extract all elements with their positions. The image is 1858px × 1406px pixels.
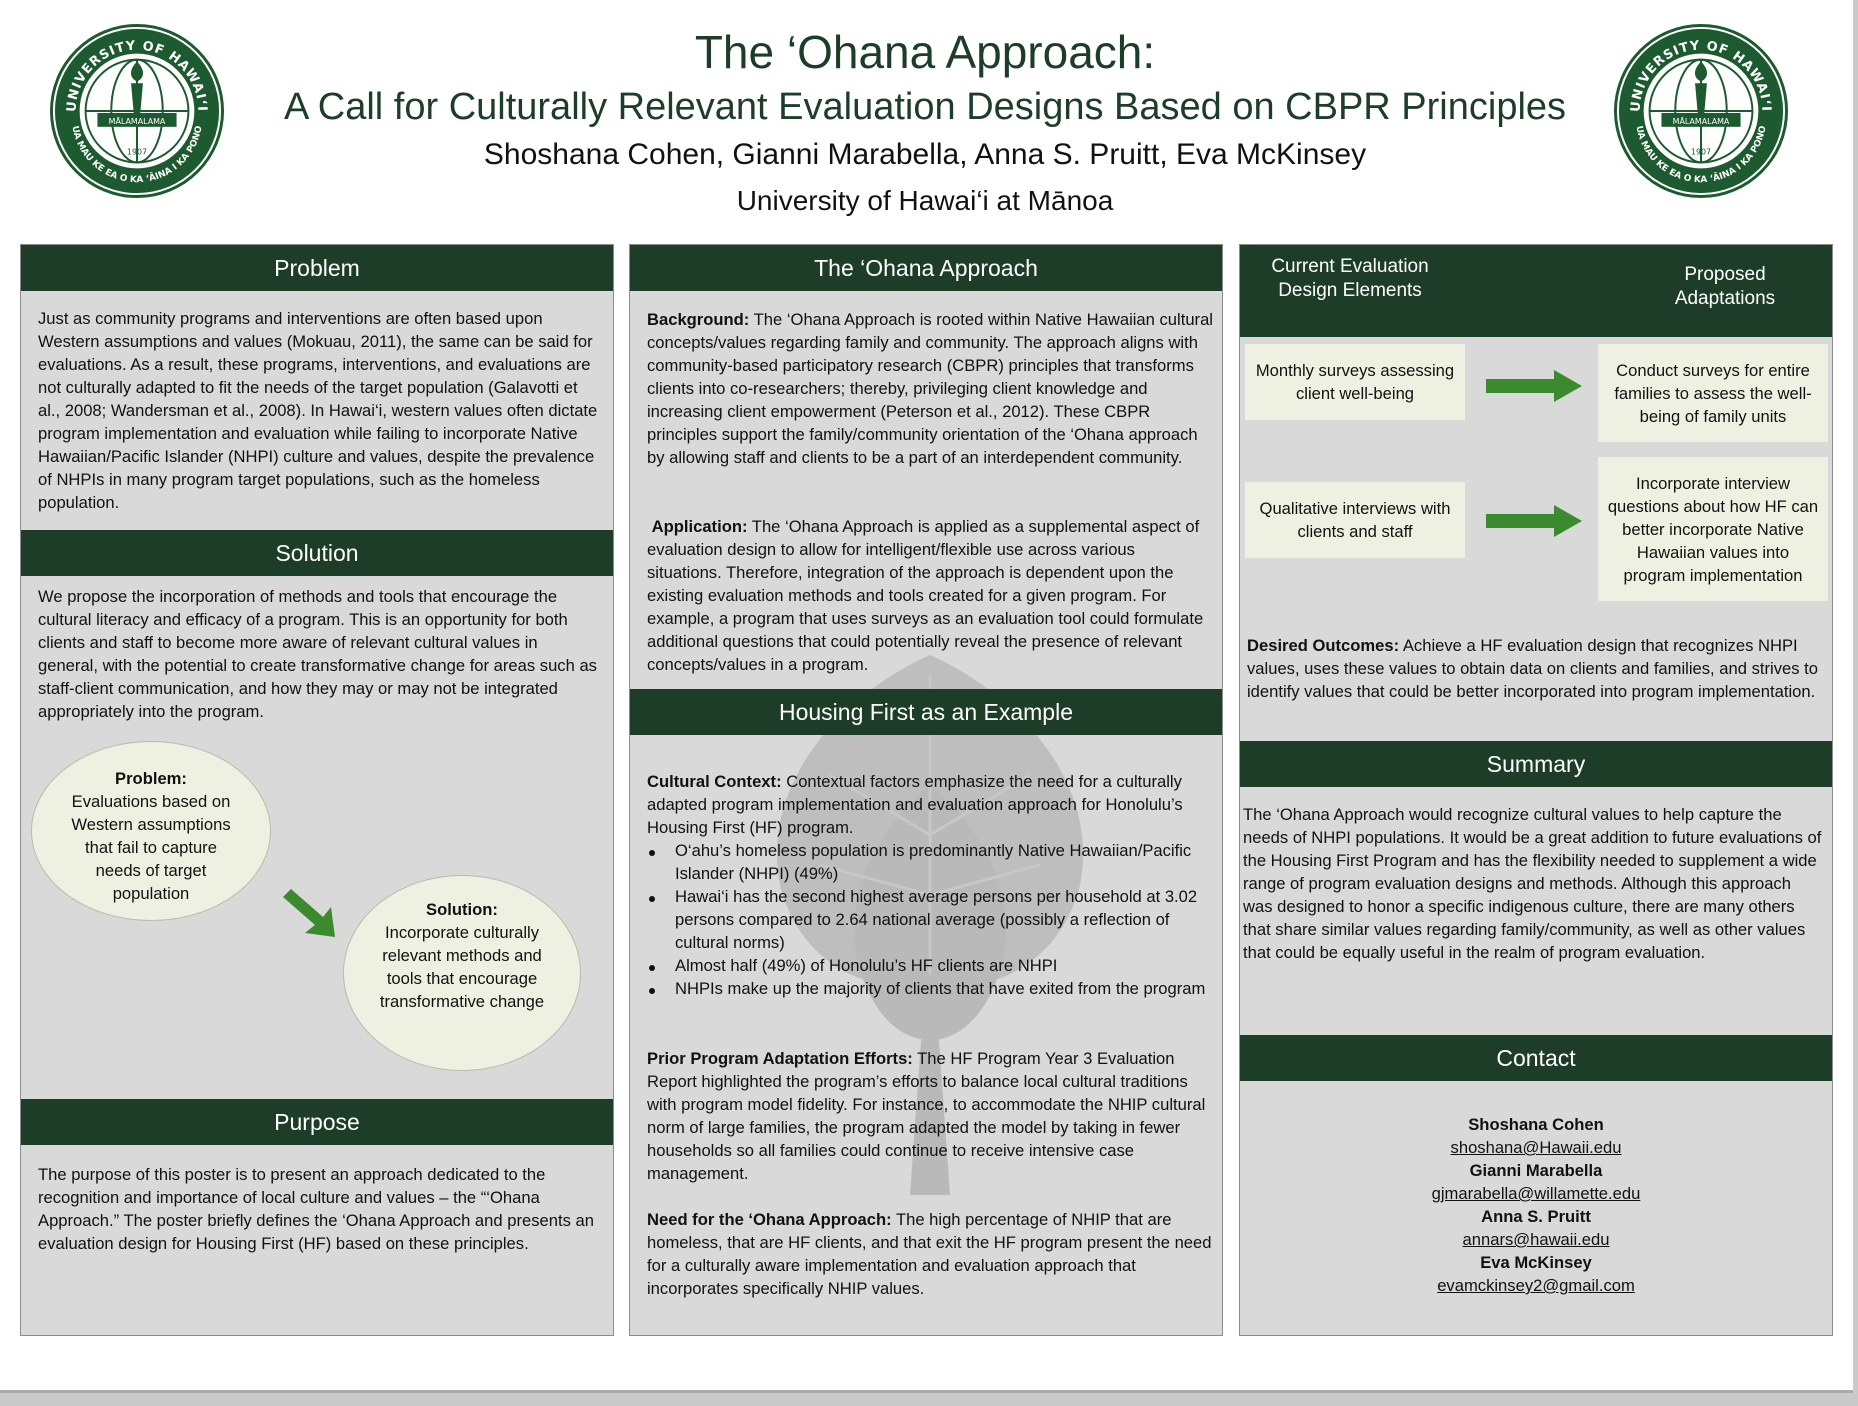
- poster-subtitle: A Call for Culturally Relevant Evaluatio…: [283, 86, 1567, 128]
- arrow-right-down-icon: [283, 889, 335, 937]
- poster-affiliation: University of Hawai‘i at Mānoa: [736, 185, 1114, 216]
- application-text: The ‘Ohana Approach is applied as a supp…: [647, 517, 1204, 674]
- desired-outcomes-label: Desired Outcomes:: [1247, 636, 1400, 655]
- ohana-heading: The ‘Ohana Approach: [630, 245, 1222, 291]
- prior-efforts-text: The HF Program Year 3 Evaluation Report …: [647, 1049, 1206, 1183]
- arrow-right-icon: [1486, 370, 1582, 402]
- problem-bubble: Problem: Evaluations based on Western as…: [31, 741, 271, 921]
- solution-heading: Solution: [21, 530, 613, 576]
- background-paragraph: Background: The ‘Ohana Approach is roote…: [647, 308, 1213, 469]
- contact-name: Gianni Marabella: [1469, 1161, 1603, 1180]
- bullet-item: Almost half (49%) of Honolulu’s HF clien…: [647, 954, 1213, 977]
- desired-outcomes-paragraph: Desired Outcomes: Achieve a HF evaluatio…: [1247, 634, 1825, 703]
- svg-text:MĀLAMALAMA: MĀLAMALAMA: [1673, 116, 1730, 126]
- cultural-context-label: Cultural Context:: [647, 772, 782, 791]
- proposed-adaptations-heading: Proposed Adaptations: [1674, 264, 1776, 309]
- university-seal-left: UNIVERSITY OF HAWAI‘I UA MAU KE EA O KA …: [49, 23, 225, 199]
- current-element-interviews: Qualitative interviews with clients and …: [1245, 482, 1465, 558]
- solution-bubble: Solution: Incorporate culturally relevan…: [343, 875, 581, 1071]
- purpose-text: The purpose of this poster is to present…: [38, 1165, 594, 1253]
- university-seal-right: UNIVERSITY OF HAWAI‘I UA MAU KE EA O KA …: [1613, 23, 1789, 199]
- background-text: The ‘Ohana Approach is rooted within Nat…: [647, 310, 1213, 467]
- right-column: Current Evaluation Design Elements Propo…: [1239, 244, 1833, 1336]
- left-column: Problem Just as community programs and i…: [20, 244, 614, 1336]
- problem-heading: Problem: [21, 245, 613, 291]
- current-element-surveys: Monthly surveys assessing client well-be…: [1245, 344, 1465, 420]
- contact-email-link[interactable]: shoshana@Hawaii.edu: [1450, 1138, 1622, 1157]
- svg-text:1907: 1907: [1691, 148, 1711, 157]
- contact-name: Anna S. Pruitt: [1481, 1207, 1591, 1226]
- poster-authors: Shoshana Cohen, Gianni Marabella, Anna S…: [483, 138, 1367, 171]
- bullet-item: O‘ahu’s homeless population is predomina…: [647, 839, 1213, 885]
- desired-outcomes-text: Achieve a HF evaluation design that reco…: [1247, 636, 1818, 701]
- summary-heading: Summary: [1240, 741, 1832, 787]
- solution-bubble-text: Incorporate culturally relevant methods …: [379, 923, 545, 1011]
- contact-name: Shoshana Cohen: [1468, 1115, 1604, 1134]
- cultural-context-text: Contextual factors emphasize the need fo…: [647, 772, 1183, 837]
- housing-section: Cultural Context: Contextual factors emp…: [647, 770, 1213, 1000]
- middle-column: The ‘Ohana Approach Background: The ‘Oha…: [629, 244, 1223, 1336]
- application-paragraph: Application: The ‘Ohana Approach is appl…: [647, 515, 1213, 676]
- context-bullet-list: O‘ahu’s homeless population is predomina…: [647, 839, 1213, 1000]
- problem-bubble-label: Problem:: [115, 769, 187, 788]
- svg-text:MĀLAMALAMA: MĀLAMALAMA: [109, 116, 166, 126]
- svg-text:1907: 1907: [127, 148, 147, 157]
- poster-title: The ‘Ohana Approach:: [694, 26, 1156, 78]
- background-label: Background:: [647, 310, 750, 329]
- problem-text: Just as community programs and intervent…: [38, 309, 598, 512]
- solution-text: We propose the incorporation of methods …: [38, 587, 597, 721]
- bullet-item: NHPIs make up the majority of clients th…: [647, 977, 1213, 1000]
- contact-heading: Contact: [1240, 1035, 1832, 1081]
- taro-leaf-watermark-icon: [776, 655, 1084, 1195]
- solution-bubble-label: Solution:: [426, 900, 498, 919]
- design-header-bar: Current Evaluation Design Elements Propo…: [1240, 245, 1832, 337]
- problem-bubble-text: Evaluations based on Western assumptions…: [71, 792, 231, 903]
- prior-efforts-label: Prior Program Adaptation Efforts:: [647, 1049, 913, 1068]
- housing-heading: Housing First as an Example: [630, 689, 1222, 735]
- title-block: The ‘Ohana Approach: A Call for Cultural…: [240, 22, 1610, 224]
- need-text: The high percentage of NHIP that are hom…: [647, 1210, 1212, 1298]
- prior-efforts-paragraph: Prior Program Adaptation Efforts: The HF…: [647, 1047, 1213, 1185]
- bullet-item: Hawai‘i has the second highest average p…: [647, 885, 1213, 954]
- current-elements-heading: Current Evaluation Design Elements: [1271, 256, 1429, 301]
- proposed-adaptation-surveys: Conduct surveys for entire families to a…: [1598, 344, 1828, 442]
- proposed-adaptation-interviews: Incorporate interview questions about ho…: [1598, 457, 1828, 601]
- application-label: Application:: [651, 517, 748, 536]
- summary-text: The ‘Ohana Approach would recognize cult…: [1243, 805, 1822, 962]
- cultural-context-paragraph: Cultural Context: Contextual factors emp…: [647, 770, 1213, 839]
- contact-email-link[interactable]: gjmarabella@willamette.edu: [1431, 1184, 1641, 1203]
- need-label: Need for the ‘Ohana Approach:: [647, 1210, 892, 1229]
- contact-list: Shoshana Cohen shoshana@Hawaii.edu Giann…: [1240, 1113, 1832, 1297]
- purpose-heading: Purpose: [21, 1099, 613, 1145]
- need-paragraph: Need for the ‘Ohana Approach: The high p…: [647, 1208, 1213, 1300]
- arrow-right-icon: [1486, 505, 1582, 537]
- contact-email-link[interactable]: annars@hawaii.edu: [1462, 1230, 1610, 1249]
- contact-name: Eva McKinsey: [1480, 1253, 1592, 1272]
- contact-email-link[interactable]: evamckinsey2@gmail.com: [1437, 1276, 1635, 1295]
